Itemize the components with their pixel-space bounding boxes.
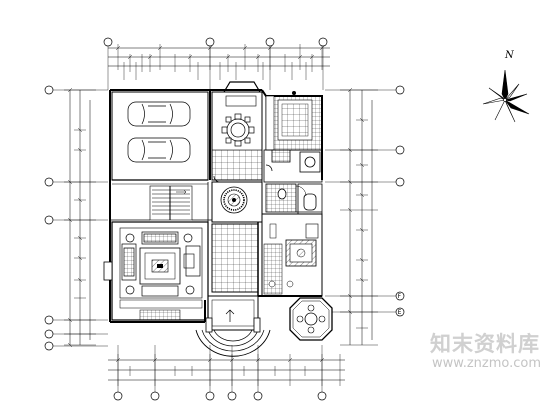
top-dimension-lines [108, 44, 330, 80]
car-2 [127, 137, 191, 163]
entrance-porch [195, 295, 271, 357]
dining-table [221, 113, 255, 147]
living-sofas [121, 231, 201, 297]
garage [111, 91, 209, 185]
octagon-bay [289, 297, 333, 341]
kitchen [265, 91, 323, 151]
utility-rooms [263, 149, 323, 215]
bottom-grid-bubbles [113, 391, 327, 401]
bottom-dimension-lines [108, 354, 345, 386]
north-arrow [482, 69, 530, 123]
top-grid-bubbles [103, 37, 328, 47]
grid-label-f: F [398, 293, 402, 300]
study [261, 213, 323, 297]
left-dimension-lines [64, 87, 96, 348]
dining-room [211, 81, 263, 181]
right-dimension-lines [340, 87, 378, 346]
foyer [211, 181, 263, 223]
tiled-hall [211, 222, 259, 296]
watermark-url: www.znzmo.com [432, 356, 542, 371]
right-grid-bubbles [395, 85, 405, 317]
left-grid-bubbles [44, 85, 54, 351]
interior-partitions [110, 164, 322, 296]
watermark-brand: 知末资料库 [430, 332, 540, 356]
north-label: N [505, 50, 514, 61]
grid-label-e: E [398, 309, 402, 316]
living-room [103, 221, 209, 321]
staircase [149, 185, 193, 221]
car-1 [127, 101, 191, 127]
